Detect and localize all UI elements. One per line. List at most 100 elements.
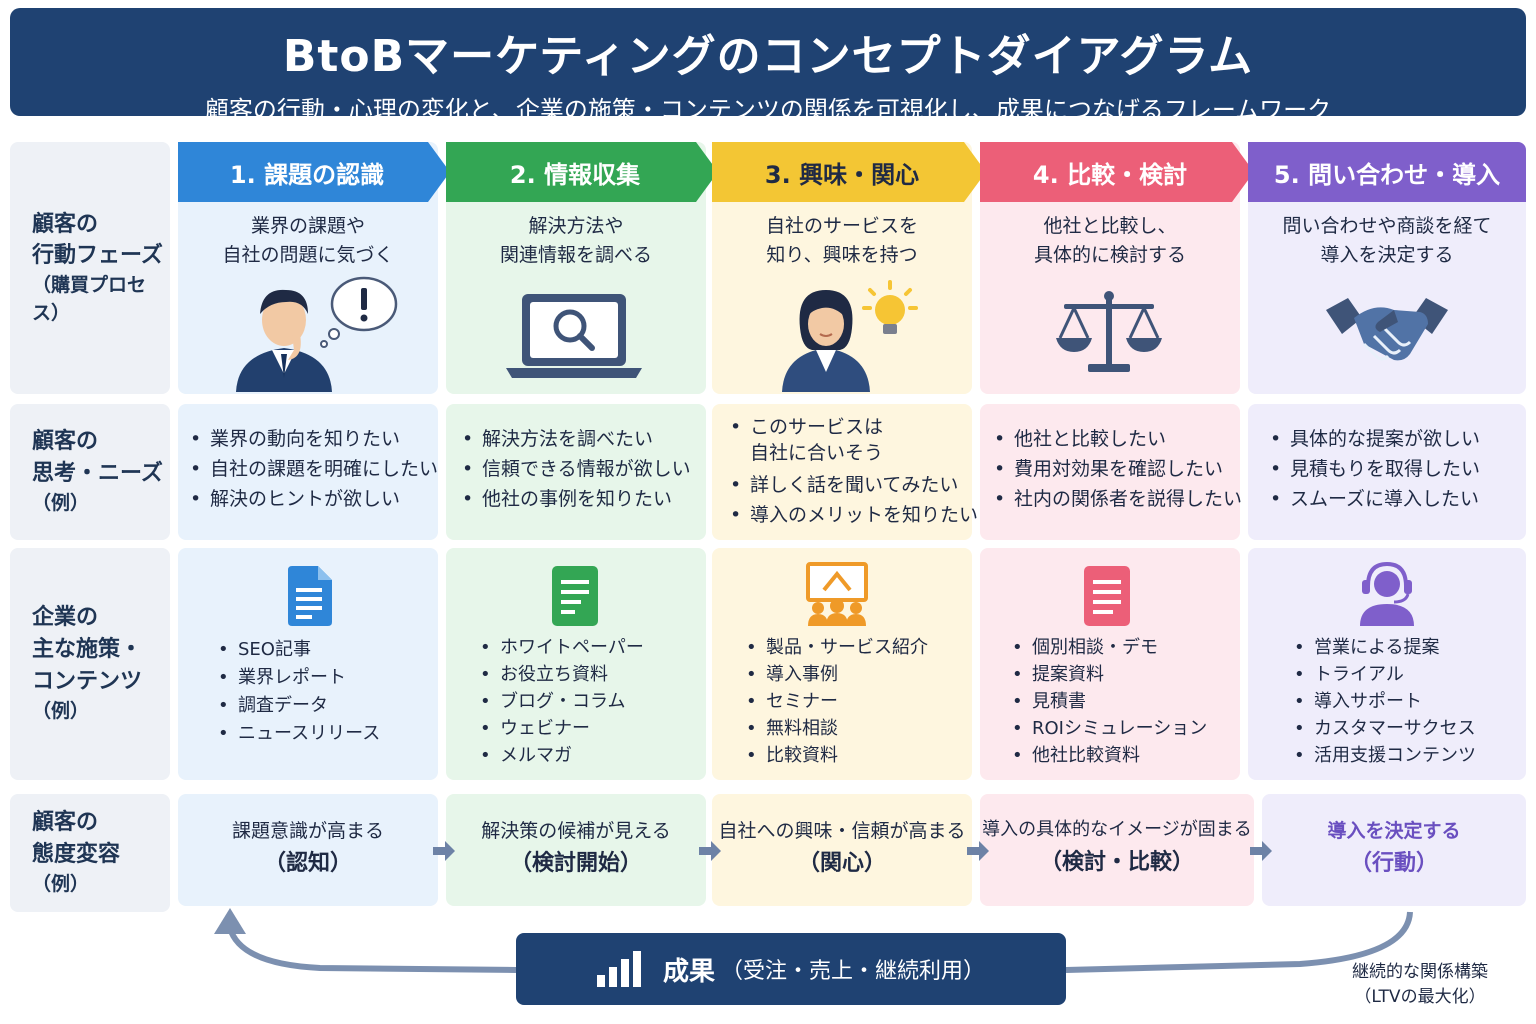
list-item: 他社比較資料	[1010, 742, 1207, 769]
actions-list-3: 製品・サービス紹介 導入事例 セミナー 無料相談 比較資料	[744, 634, 928, 769]
actions-list-2: ホワイトペーパー お役立ち資料 ブログ・コラム ウェビナー メルマガ	[478, 634, 644, 769]
list-item: ウェビナー	[478, 715, 644, 742]
list-item: 比較資料	[744, 742, 928, 769]
attitude-1: 課題意識が高まる （認知）	[178, 816, 438, 882]
attitude-2: 解決策の候補が見える （検討開始）	[446, 816, 706, 882]
list-item: 提案資料	[1010, 661, 1207, 688]
handshake-icon	[1324, 292, 1450, 376]
row-label-phase: 顧客の 行動フェーズ（購買プロセス）	[10, 142, 170, 394]
result-detail: （受注・売上・継続利用）	[721, 959, 986, 984]
attitude-text: 課題意識が高まる	[231, 820, 384, 842]
needs-list-1: 業界の動向を知りたい 自社の課題を明確にしたい 解決のヒントが欲しい	[188, 424, 438, 514]
attitude-stage: （検討・比較）	[1039, 849, 1194, 875]
list-item: 解決のヒントが欲しい	[188, 484, 438, 514]
attitude-stage: （関心）	[797, 851, 886, 877]
list-item: お役立ち資料	[478, 661, 644, 688]
scale-icon	[1054, 288, 1164, 380]
list-item: 費用対効果を確認したい	[992, 454, 1242, 484]
list-item: 自社の課題を明確にしたい	[188, 454, 438, 484]
list-item: セミナー	[744, 688, 928, 715]
row-label-actions-sub: （例）	[32, 700, 90, 723]
list-item: 解決方法を調べたい	[460, 424, 691, 454]
list-item: ブログ・コラム	[478, 688, 644, 715]
page-subtitle: 顧客の行動・心理の変化と、企業の施策・コンテンツの関係を可視化し、成果につなげる…	[204, 96, 1332, 124]
list-item: カスタマーサクセス	[1292, 715, 1476, 742]
row-label-needs-sub: （例）	[32, 492, 90, 515]
list-item: 詳しく話を聞いてみたい	[728, 470, 978, 500]
row-label-phase-main: 顧客の 行動フェーズ	[32, 211, 163, 269]
list-item: 個別相談・デモ	[1010, 634, 1207, 661]
phase-1-header: 1. 課題の認識	[178, 142, 450, 202]
row-label-needs: 顧客の 思考・ニーズ （例）	[10, 404, 170, 540]
row-label-phase-sub: （購買プロセス）	[32, 274, 147, 324]
seminar-icon	[806, 562, 868, 630]
attitude-cell-4	[980, 794, 1254, 906]
list-item: このサービスは 自社に合いそう	[728, 414, 978, 466]
attitude-text: 解決策の候補が見える	[481, 820, 671, 842]
list-item: トライアル	[1292, 661, 1476, 688]
list-item: 導入のメリットを知りたい	[728, 500, 978, 530]
actions-list-4: 個別相談・デモ 提案資料 見積書 ROIシミュレーション 他社比較資料	[1010, 634, 1207, 769]
row-label-needs-main: 顧客の 思考・ニーズ	[32, 429, 163, 487]
list-item: 調査データ	[216, 692, 380, 720]
list-item: 他社と比較したい	[992, 424, 1242, 454]
attitude-stage: （検討開始）	[509, 851, 642, 877]
phase-2-header: 2. 情報収集	[446, 142, 718, 202]
document-icon	[286, 566, 332, 630]
ltv-note: 継続的な関係構築 （LTVの最大化）	[1352, 962, 1488, 1007]
phase-4-desc: 他社と比較し、 具体的に検討する	[1033, 215, 1186, 266]
phase-1-desc: 業界の課題や 自社の問題に気づく	[222, 215, 394, 266]
list-item: 業界の動向を知りたい	[188, 424, 438, 454]
list-item: ホワイトペーパー	[478, 634, 644, 661]
attitude-cell-5	[1262, 794, 1526, 906]
arrow-right-icon	[699, 841, 721, 861]
actions-list-5: 営業による提案 トライアル 導入サポート カスタマーサクセス 活用支援コンテンツ	[1292, 634, 1476, 769]
attitude-4: 導入の具体的なイメージが固まる （検討・比較）	[980, 816, 1254, 880]
attitude-text: 自社への興味・信頼が高まる	[718, 820, 966, 842]
attitude-cell-1	[178, 794, 438, 906]
attitude-cell-2	[446, 794, 706, 906]
list-item: 業界レポート	[216, 664, 380, 692]
list-item: 信頼できる情報が欲しい	[460, 454, 691, 484]
headset-icon	[1356, 560, 1418, 630]
phase-5-header: 5. 問い合わせ・導入	[1248, 142, 1526, 202]
arrow-right-icon	[433, 841, 455, 861]
list-item: 営業による提案	[1292, 634, 1476, 661]
needs-list-3: このサービスは 自社に合いそう 詳しく話を聞いてみたい 導入のメリットを知りたい	[728, 414, 978, 530]
bar-chart-icon	[596, 951, 641, 987]
list-item: スムーズに導入したい	[1268, 484, 1480, 514]
result-label: 成果	[662, 956, 715, 987]
list-item: 見積もりを取得したい	[1268, 454, 1480, 484]
list-item: ROIシミュレーション	[1010, 715, 1207, 742]
list-item: メルマガ	[478, 742, 644, 769]
needs-list-5: 具体的な提案が欲しい 見積もりを取得したい スムーズに導入したい	[1268, 424, 1480, 514]
attitude-cell-3	[712, 794, 972, 906]
row-label-attitude-main: 顧客の 態度変容	[32, 810, 121, 868]
document-icon	[1084, 566, 1130, 630]
row-label-actions-main: 企業の 主な施策・ コンテンツ	[32, 605, 143, 695]
result-banner: 成果 （受注・売上・継続利用）	[516, 933, 1066, 1005]
header-banner: BtoBマーケティングのコンセプトダイアグラム 顧客の行動・心理の変化と、企業の…	[10, 8, 1526, 124]
needs-list-2: 解決方法を調べたい 信頼できる情報が欲しい 他社の事例を知りたい	[460, 424, 691, 514]
list-item: SEO記事	[216, 636, 380, 664]
list-item: 見積書	[1010, 688, 1207, 715]
row-label-attitude: 顧客の 態度変容（例）	[10, 794, 170, 912]
phase-4-header: 4. 比較・検討	[980, 142, 1254, 202]
list-item: 具体的な提案が欲しい	[1268, 424, 1480, 454]
list-item: 他社の事例を知りたい	[460, 484, 691, 514]
attitude-3: 自社への興味・信頼が高まる （関心）	[712, 816, 972, 882]
list-item: 導入サポート	[1292, 688, 1476, 715]
needs-list-4: 他社と比較したい 費用対効果を確認したい 社内の関係者を説得したい	[992, 424, 1242, 514]
thinking-person-icon	[228, 274, 408, 396]
attitude-5: 導入を決定する （行動）	[1262, 816, 1526, 882]
attitude-stage: （認知）	[263, 851, 352, 877]
document-icon	[552, 566, 598, 630]
attitude-text: 導入の具体的なイメージが固まる	[982, 819, 1252, 840]
page-title: BtoBマーケティングのコンセプトダイアグラム	[282, 31, 1254, 82]
list-item: 社内の関係者を説得したい	[992, 484, 1242, 514]
woman-lightbulb-icon	[778, 276, 928, 396]
list-item: ニュースリリース	[216, 720, 380, 748]
feedback-loop-arrow	[214, 908, 1413, 973]
list-item: 製品・サービス紹介	[744, 634, 928, 661]
phase-3-header: 3. 興味・関心	[712, 142, 986, 202]
